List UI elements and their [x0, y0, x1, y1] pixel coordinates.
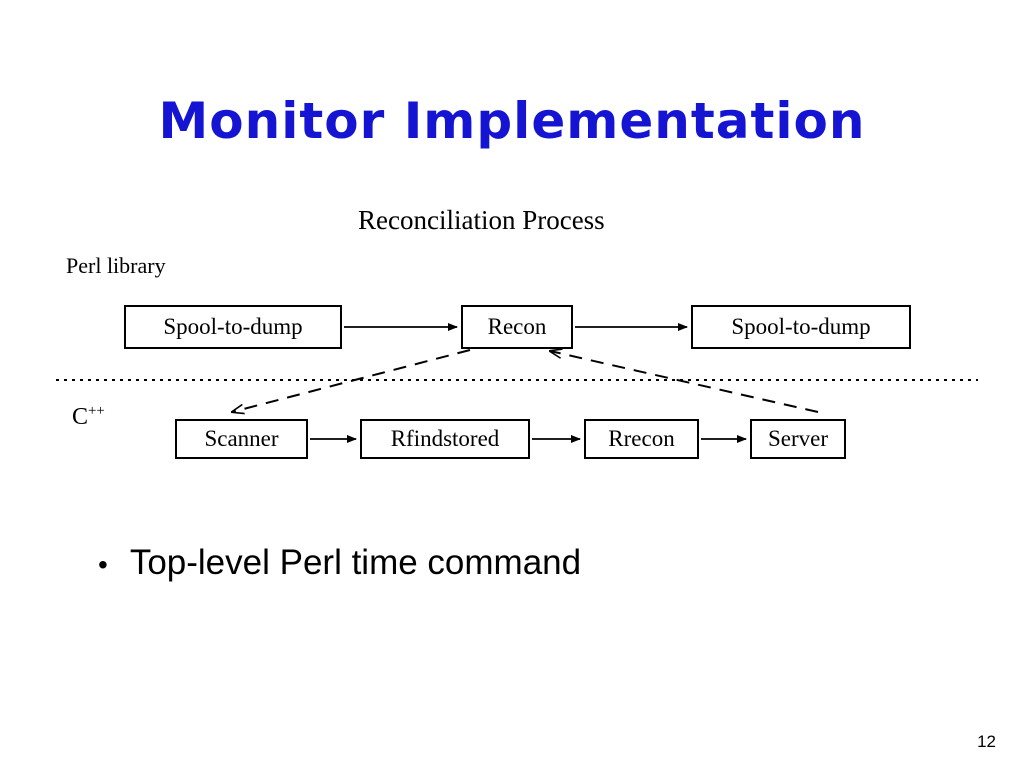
- bullet-marker-icon: •: [98, 549, 108, 580]
- edge-recon-to-scanner-dashed: [232, 349, 471, 412]
- diagram-node-server[interactable]: Server: [750, 419, 846, 459]
- diagram-node-rfindstored[interactable]: Rfindstored: [360, 419, 530, 459]
- bullet-text: Top-level Perl time command: [129, 543, 582, 582]
- bullet-list-item: • Top-level Perl time command: [98, 543, 581, 583]
- diagram-node-rrecon[interactable]: Rrecon: [584, 419, 699, 459]
- edge-server-to-recon-dashed: [550, 351, 819, 413]
- page-title: Monitor Implementation: [158, 92, 866, 150]
- diagram-node-scanner[interactable]: Scanner: [175, 419, 308, 459]
- diagram-node-spool-to-dump-left[interactable]: Spool-to-dump: [124, 305, 342, 349]
- layer-label-cpp-base: C: [72, 404, 89, 430]
- diagram-node-spool-to-dump-right[interactable]: Spool-to-dump: [691, 305, 911, 349]
- page-number: 12: [977, 732, 996, 751]
- layer-label-cpp-superscript: ++: [88, 403, 105, 419]
- layer-label-perl-library: Perl library: [66, 253, 166, 278]
- diagram-caption: Reconciliation Process: [358, 205, 605, 235]
- layer-label-cpp: C++: [72, 404, 105, 431]
- diagram-node-recon[interactable]: Recon: [461, 305, 573, 349]
